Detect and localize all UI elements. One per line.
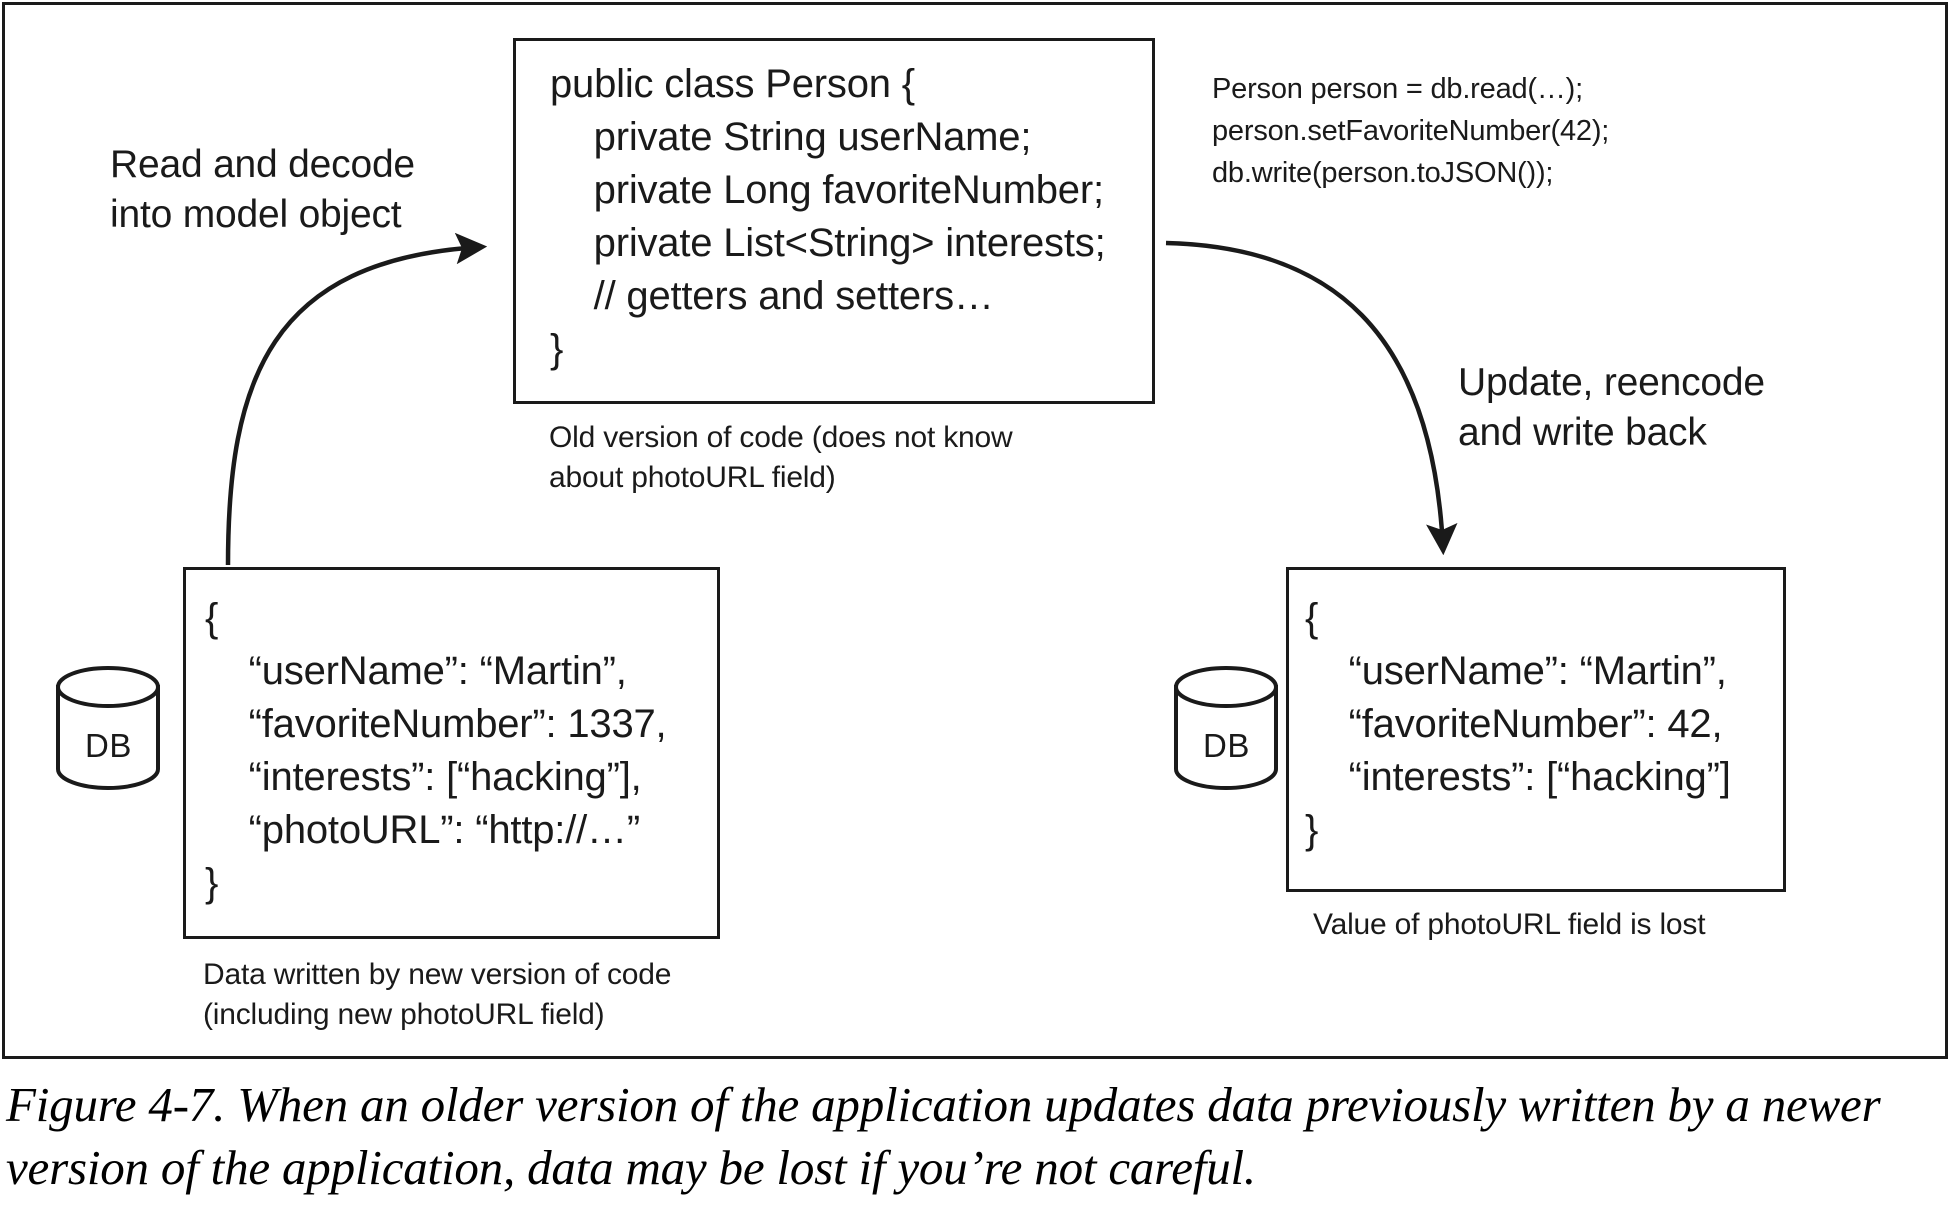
read-decode-label: Read and decode into model object bbox=[110, 143, 415, 236]
data-written-caption: Data written by new version of code (inc… bbox=[203, 958, 672, 1031]
photo-url-lost-caption: Value of photoURL field is lost bbox=[1313, 908, 1706, 941]
old-version-caption: Old version of code (does not know about… bbox=[549, 421, 1013, 494]
database-label-right: DB bbox=[1203, 727, 1250, 764]
application-code-snippet: Person person = db.read(…); person.setFa… bbox=[1212, 73, 1610, 189]
json-rewritten-content: { “userName”: “Martin”, “favoriteNumber”… bbox=[1305, 596, 1731, 852]
figure-caption: Figure 4-7. When an older version of the… bbox=[6, 1077, 1881, 1195]
update-reencode-label: Update, reencode and write back bbox=[1458, 361, 1765, 454]
json-new-version-content: { “userName”: “Martin”, “favoriteNumber”… bbox=[205, 596, 667, 905]
json-document-new-box bbox=[183, 567, 720, 939]
json-document-rewritten-box bbox=[1286, 567, 1786, 892]
person-class-box bbox=[513, 38, 1155, 404]
database-label-left: DB bbox=[85, 727, 132, 764]
person-class-code: public class Person { private String use… bbox=[550, 62, 1106, 371]
